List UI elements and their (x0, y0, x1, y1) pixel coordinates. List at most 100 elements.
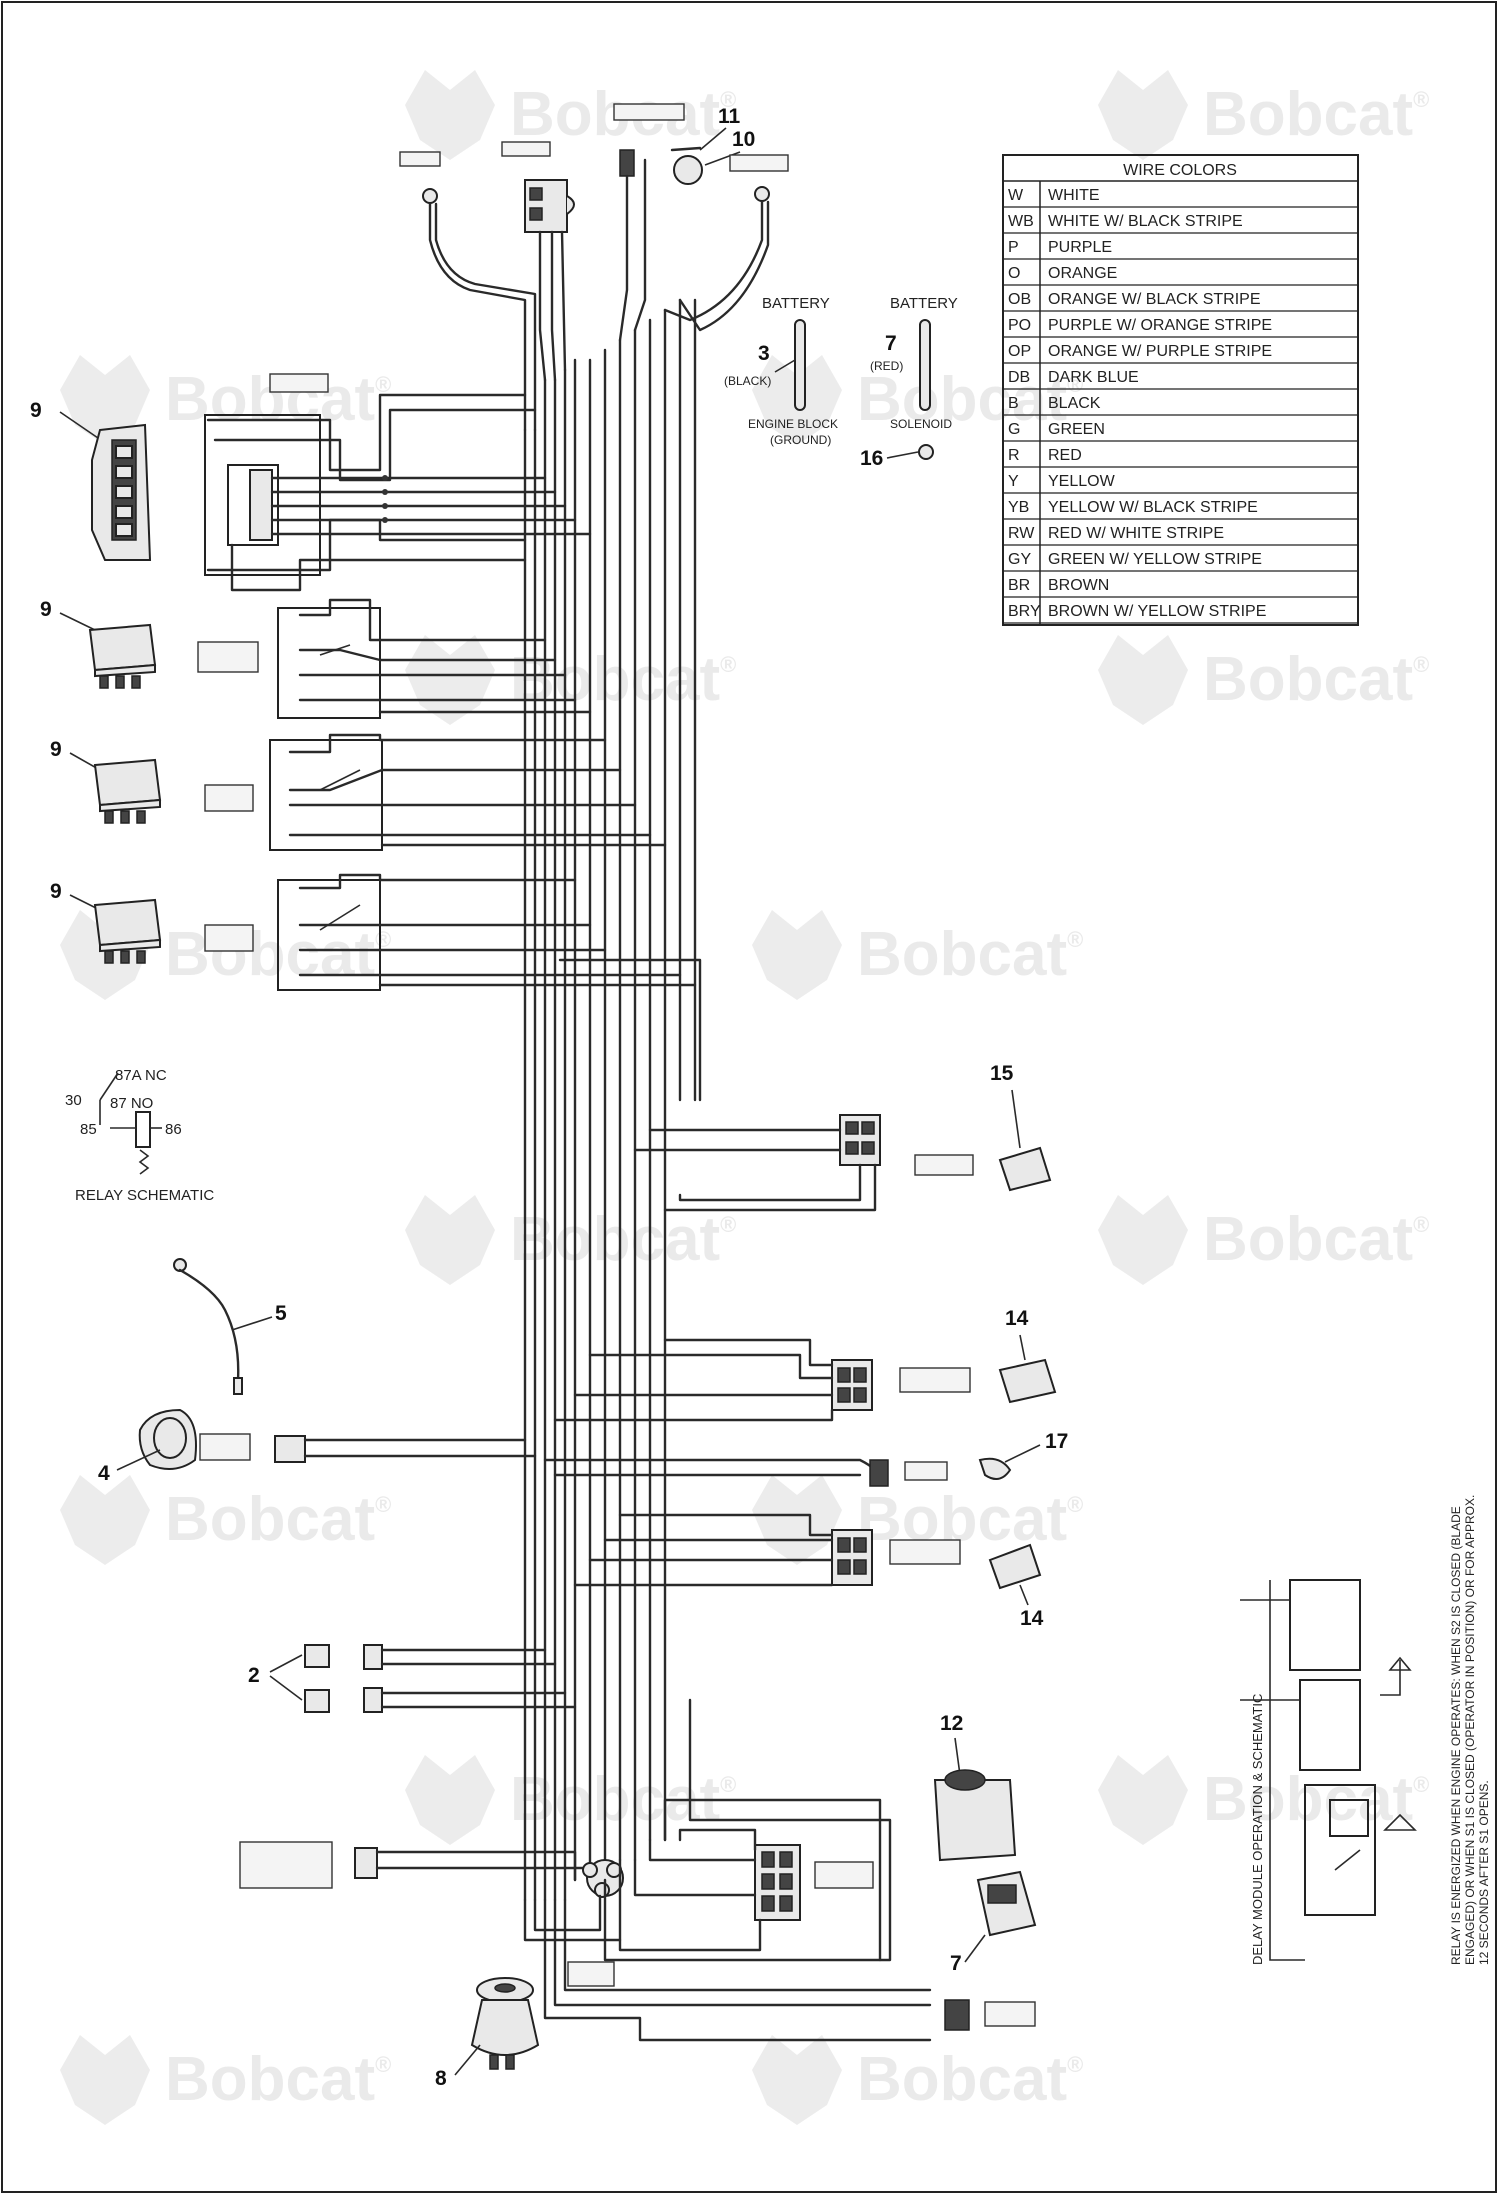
part-tag (904, 1461, 948, 1481)
watermark: Bobcat® (405, 1195, 736, 1285)
svg-text:(GROUND): (GROUND) (770, 433, 831, 447)
svg-text:Bobcat®: Bobcat® (857, 2045, 1083, 2114)
callout-9: 9 (40, 598, 52, 621)
watermark: Bobcat® (405, 635, 736, 725)
watermark: Bobcat® (405, 1755, 736, 1845)
callout-15: 15 (990, 1062, 1014, 1085)
main-harness-trunk (523, 298, 697, 1902)
callout-6: 7 (950, 1952, 962, 1975)
wire-color-code: G (1008, 421, 1020, 438)
wire-color-code: OP (1008, 343, 1031, 360)
part-tag (269, 373, 329, 393)
callout-8: 8 (435, 2067, 447, 2090)
battery-cable-3 (794, 319, 806, 411)
relay-1: 9 (40, 598, 592, 719)
part-14-lower: 14 (573, 1513, 1044, 1630)
wire-color-code: O (1008, 265, 1020, 282)
part-tag (501, 141, 551, 157)
wire-color-name: BLACK (1048, 395, 1101, 412)
wire-color-name: RED (1048, 447, 1082, 464)
wire-color-name: BROWN W/ YELLOW STRIPE (1048, 603, 1266, 620)
part-5-lead: 5 (173, 1258, 287, 1395)
battery-cable-7 (919, 319, 931, 411)
part-6: 7 (950, 1870, 1037, 1975)
callout-9: 9 (50, 738, 62, 761)
wire-color-name: YELLOW W/ BLACK STRIPE (1048, 499, 1258, 516)
watermark: Bobcat® (60, 1475, 391, 1565)
part-15: 15 (633, 1062, 1052, 1212)
part-tag (239, 1841, 333, 1889)
table-title: WIRE COLORS (1123, 162, 1237, 179)
wire-color-name: DARK BLUE (1048, 369, 1139, 386)
part-17: 17 (543, 1430, 1068, 1487)
callout-9: 9 (50, 880, 62, 903)
wire-color-code: RW (1008, 525, 1035, 542)
svg-text:Bobcat®: Bobcat® (165, 2045, 391, 2114)
delay-module-title: DELAY MODULE OPERATION & SCHEMATIC (1250, 1694, 1265, 1965)
watermark: Bobcat® (405, 70, 736, 160)
wire-color-code: GY (1008, 551, 1031, 568)
watermark: Bobcat® (752, 2035, 1083, 2125)
svg-text:Bobcat®: Bobcat® (510, 1205, 736, 1274)
wire-color-code: PO (1008, 317, 1031, 334)
callout-10: 9 (30, 399, 42, 422)
lower-connectors (239, 1698, 1036, 2042)
wire-color-code: BR (1008, 577, 1030, 594)
watermark: Bobcat® (752, 355, 1083, 445)
delay-module-note: RELAY IS ENERGIZED WHEN ENGINE OPERATES:… (1449, 1491, 1491, 1965)
relay-schematic-caption: RELAY SCHEMATIC (75, 1187, 214, 1204)
svg-text:Bobcat®: Bobcat® (1203, 1765, 1429, 1834)
svg-text:Bobcat®: Bobcat® (165, 1485, 391, 1554)
wire-color-code: BRY (1008, 603, 1041, 620)
wire-color-name: WHITE W/ BLACK STRIPE (1048, 213, 1243, 230)
battery-cables: BATTERY 3 (BLACK) ENGINE BLOCK (GROUND) … (724, 295, 958, 470)
part-11: 12 (933, 1712, 1017, 1862)
delay-module: DELAY MODULE OPERATION & SCHEMATIC RELAY… (1240, 1491, 1491, 1965)
part-tag (399, 151, 441, 167)
wire-color-name: WHITE (1048, 187, 1100, 204)
callout-14: 14 (1020, 1607, 1044, 1630)
label-86: 86 (165, 1121, 182, 1138)
wire-color-name: ORANGE (1048, 265, 1117, 282)
svg-text:Bobcat®: Bobcat® (857, 920, 1083, 989)
wire-color-code: W (1008, 187, 1024, 204)
wire-color-code: WB (1008, 213, 1034, 230)
wire-color-name: YELLOW (1048, 473, 1116, 490)
part-tag (889, 1539, 961, 1565)
svg-text:Bobcat®: Bobcat® (1203, 645, 1429, 714)
svg-text:ENGINE BLOCK: ENGINE BLOCK (748, 417, 838, 431)
wire-color-code: YB (1008, 499, 1029, 516)
svg-text:SOLENOID: SOLENOID (890, 417, 952, 431)
battery-label: BATTERY (890, 295, 958, 312)
label-87: 87 NO (110, 1095, 153, 1112)
ring-terminal (422, 188, 438, 204)
watermarks: Bobcat® Bobcat® Bobcat® Bobcat® Bobcat® … (60, 70, 1429, 2125)
part-tag (914, 1154, 974, 1176)
watermark: Bobcat® (60, 2035, 391, 2125)
svg-text:Bobcat®: Bobcat® (510, 645, 736, 714)
callout-4: 4 (98, 1462, 110, 1485)
callout-11: 12 (940, 1712, 963, 1735)
part-tag (899, 1367, 971, 1393)
part-tag (199, 1433, 251, 1461)
svg-text:(BLACK): (BLACK) (724, 374, 771, 388)
callout-2: 2 (248, 1664, 260, 1687)
callout-14: 14 (1005, 1307, 1029, 1330)
ring-terminal (754, 186, 770, 202)
part-4-horn: 4 (98, 1408, 537, 1485)
callout-17: 17 (1045, 1430, 1068, 1453)
wire-color-code: R (1008, 447, 1020, 464)
relay-schematic: 87A NC 30 87 NO 85 86 RELAY SCHEMATIC (65, 1067, 214, 1204)
watermark: Bobcat® (1098, 70, 1429, 160)
wire-color-name: GREEN (1048, 421, 1105, 438)
callout-7: 7 (885, 332, 897, 355)
part-tag (567, 1961, 615, 1987)
svg-text:Bobcat®: Bobcat® (1203, 1205, 1429, 1274)
wire-color-code: P (1008, 239, 1019, 256)
callout-12: 10 (732, 128, 755, 151)
watermark: Bobcat® (1098, 1195, 1429, 1285)
part-14-upper: 14 (553, 1307, 1057, 1422)
